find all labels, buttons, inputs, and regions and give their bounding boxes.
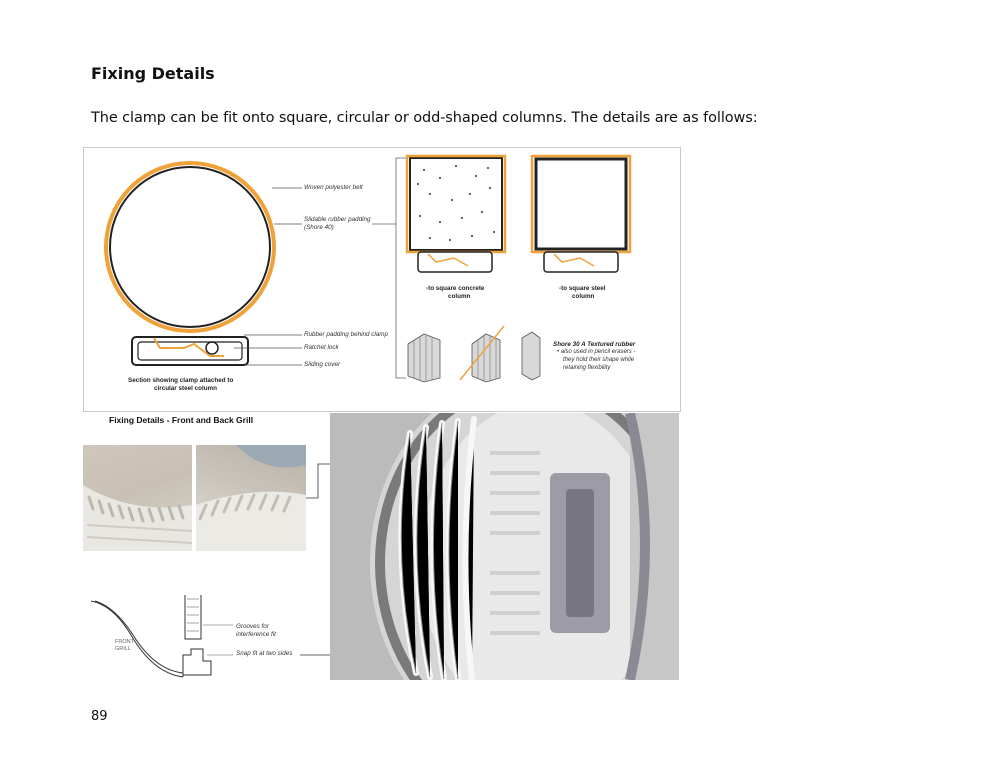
label-padding: Slidable rubber padding [304, 216, 371, 223]
section-caption: Section showing clamp attached to [128, 377, 234, 384]
front-grill-label-2: GRILL [115, 646, 131, 652]
grooves-label: Grooves for [236, 623, 269, 630]
fan-grill-render [330, 413, 679, 680]
grill-section-drawing [83, 595, 313, 690]
clamp-diagram: Woven polyester belt Slidable rubber pad… [83, 147, 681, 412]
label-sliding-cover: Sliding cover [304, 361, 341, 368]
steel-caption-2: column [572, 293, 595, 300]
concrete-caption: -to square concrete [426, 285, 485, 292]
grill-section-title: Fixing Details - Front and Back Grill [109, 415, 254, 425]
label-rubber-behind: Rubber padding behind clamp [304, 331, 389, 338]
grooves-label-2: interference fit [236, 631, 276, 638]
rubber-note-1: • also used in pencil erasers - [557, 349, 636, 355]
concrete-caption-2: column [448, 293, 471, 300]
clamp-drawings [104, 154, 632, 383]
section-caption-2: circular steel column [154, 385, 217, 392]
steel-caption: -to square steel [559, 285, 606, 292]
page-title: Fixing Details [91, 64, 215, 83]
front-grill-label: FRONT [115, 639, 134, 645]
label-ratchet: Ratchet lock [304, 344, 339, 351]
rubber-title: Shore 30 A Textured rubber [553, 341, 636, 348]
label-padding-shore: (Shore 40) [304, 224, 334, 231]
grill-photo-front [83, 445, 192, 551]
clamp-housing [131, 336, 249, 366]
grill-photo-back [196, 445, 306, 551]
label-belt: Woven polyester belt [304, 184, 363, 191]
rubber-note-2: they hold their shape while [563, 357, 635, 363]
belt-ring [104, 161, 276, 333]
intro-text: The clamp can be fit onto square, circul… [91, 110, 758, 126]
rubber-note-3: retaining flexibility [563, 365, 611, 371]
page-number: 89 [91, 709, 108, 724]
snap-fit-label: Snap fit at two sides [236, 650, 293, 657]
column-ring [109, 166, 271, 328]
